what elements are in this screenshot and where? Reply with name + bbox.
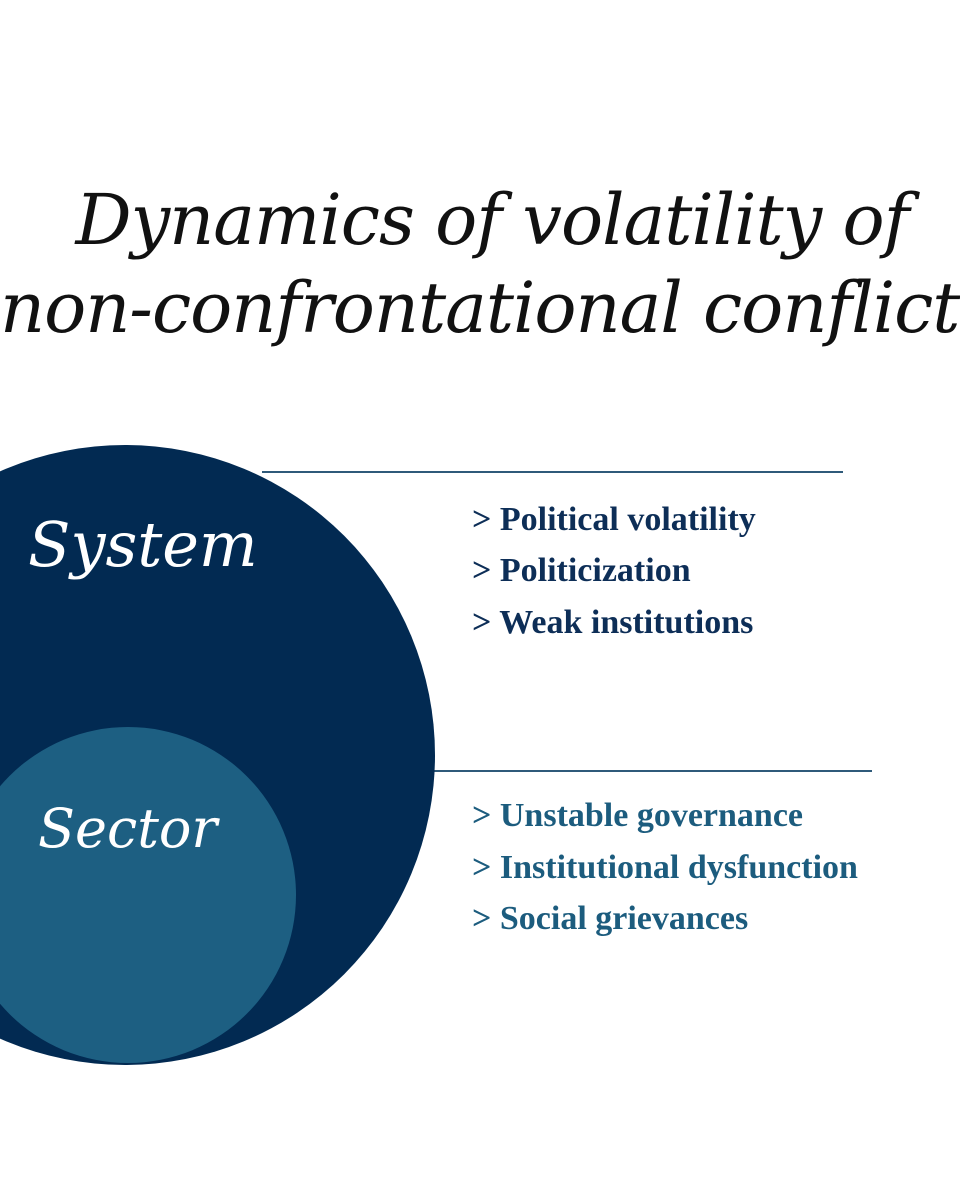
title-line-1: Dynamics of volatility of [75, 179, 909, 261]
sector-item-unstable-governance: > Unstable governance [472, 797, 803, 834]
system-item-weak-institutions: > Weak institutions [472, 604, 753, 641]
system-label: System [28, 508, 258, 581]
diagram-title: Dynamics of volatility of non-confrontat… [0, 176, 960, 352]
sector-item-social-grievances: > Social grievances [472, 900, 748, 937]
system-item-politicization: > Politicization [472, 552, 691, 589]
sector-circle [0, 727, 296, 1063]
sector-item-institutional-dysfunction: > Institutional dysfunction [472, 849, 858, 886]
sector-label: Sector [38, 797, 220, 860]
system-item-political-volatility: > Political volatility [472, 501, 756, 538]
title-line-2: non-confrontational conflicts [0, 267, 960, 349]
